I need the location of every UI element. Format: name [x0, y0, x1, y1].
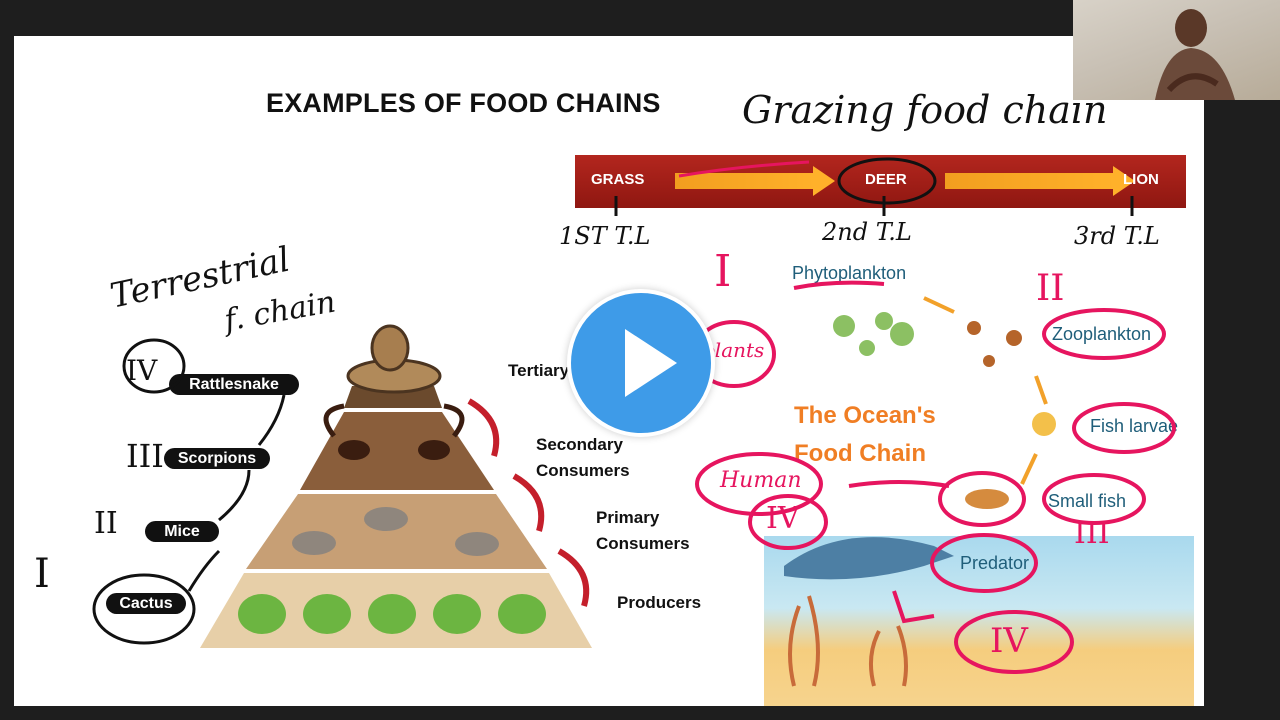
- pyramid-arrows: [467, 398, 590, 607]
- phytoplankton-figures: [833, 312, 914, 356]
- chain-item-cactus: Cactus: [106, 593, 186, 614]
- shark-figure: [784, 537, 954, 580]
- ocean-label-zooplankton: Zooplankton: [1052, 324, 1152, 344]
- chain-item-scorpions: Scorpions: [164, 448, 270, 469]
- handwriting-tl-3: 3rd T.L: [1074, 222, 1160, 250]
- play-button[interactable]: [567, 289, 715, 437]
- terrestrial-arrows: [187, 394, 286, 592]
- ocean-roman-iii: III: [1074, 516, 1110, 551]
- slide: EXAMPLES OF FOOD CHAINS Grazing food cha…: [14, 36, 1204, 706]
- label-secondary: Secondary Consumers: [536, 435, 630, 480]
- ocean-label-small-fish: Small fish: [1048, 491, 1127, 511]
- webcam-overlay: [1073, 0, 1280, 100]
- label-producers: Producers: [617, 593, 702, 612]
- presenter-figure: [1155, 9, 1235, 100]
- handwriting-tl-2: 2nd T.L: [822, 218, 912, 246]
- handwriting-grazing: Grazing food chain: [742, 88, 1108, 132]
- pyramid-illustration: [92, 157, 1134, 648]
- grass-underline: [678, 160, 810, 178]
- ocean-human: Human: [720, 468, 802, 493]
- ocean-roman-i: I: [714, 246, 732, 297]
- zooplankton-figures: [967, 321, 1022, 367]
- cactus-figures: [238, 594, 546, 634]
- mouse-figures: [292, 507, 499, 556]
- chain-item-mice: Mice: [145, 521, 219, 542]
- fish-larvae-figure: [1032, 412, 1056, 436]
- terrestrial-circles: [92, 157, 937, 645]
- pink-annotations: [692, 280, 1176, 674]
- ocean-label-predator: Predator: [960, 553, 1030, 573]
- handwriting-roman-iii: III: [126, 437, 164, 475]
- ocean-label-phytoplankton: Phytoplankton: [792, 263, 907, 283]
- tl-ticks: [614, 196, 1134, 216]
- pyramid-tier-top: [344, 386, 442, 408]
- grazing-chain-banner: GRASS DEER LION: [575, 155, 1186, 208]
- seaweed-figures: [788, 595, 908, 687]
- label-primary: Primary Consumers: [596, 508, 690, 553]
- handwriting-tl-1: 1ST T.L: [559, 222, 651, 250]
- ocean-illustration: [692, 280, 1176, 687]
- ocean-roman-ii: II: [1036, 268, 1065, 309]
- arrow-band-1: [675, 173, 815, 189]
- arrow-band-2: [945, 173, 1115, 189]
- ocean-label-fish-larvae: Fish larvae: [1090, 416, 1179, 436]
- handwriting-roman-ii: II: [94, 506, 118, 541]
- ocean-roman-iv: IV: [766, 501, 800, 536]
- arrow-head-2: [1113, 166, 1135, 196]
- chain-item-grass: GRASS: [591, 171, 645, 188]
- scorpion-figures: [323, 403, 465, 460]
- chain-item-deer: DEER: [865, 171, 907, 188]
- chain-item-lion: LION: [1123, 171, 1159, 188]
- small-fish-figure: [965, 489, 1009, 509]
- pyramid-tier-scorpions: [300, 412, 494, 490]
- play-icon: [625, 329, 677, 397]
- handwriting-roman-i: I: [34, 551, 50, 597]
- ocean-roman-iv-2: IV: [990, 621, 1028, 661]
- ocean-arrows: [923, 296, 1048, 485]
- arrow-head-1: [813, 166, 835, 196]
- ocean-title: The Ocean's Food Chain: [794, 402, 936, 467]
- slide-title: EXAMPLES OF FOOD CHAINS: [266, 88, 661, 118]
- snake-head: [370, 324, 410, 372]
- chain-item-rattlesnake: Rattlesnake: [169, 374, 299, 395]
